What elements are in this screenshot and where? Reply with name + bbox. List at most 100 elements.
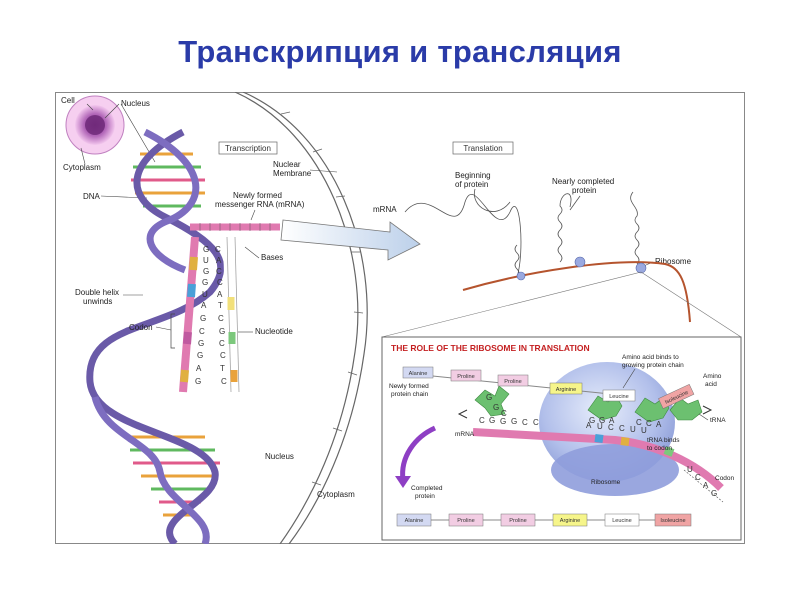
label-completed-2: protein <box>415 493 435 500</box>
label-bases: Bases <box>261 253 283 262</box>
base-t-1: G <box>203 245 209 254</box>
role-mrna-base-5: C <box>522 418 528 427</box>
label-role-codon: Codon <box>715 475 735 482</box>
label-trna-binds-1: tRNA binds <box>647 437 680 444</box>
label-nuclear-1: Nuclear <box>273 160 301 169</box>
page-title: Транскрипция и трансляция <box>178 34 622 69</box>
base-c-3: C <box>216 267 222 276</box>
label-cell: Cell <box>61 96 75 105</box>
ribosome-small-subunit <box>551 444 679 496</box>
label-codon-left: Codon <box>129 323 153 332</box>
dna-double-helix <box>86 128 225 544</box>
base-t-8: C <box>199 327 205 336</box>
trna-left <box>474 385 510 417</box>
transcription-to-translation-arrow <box>280 219 421 261</box>
base-t-3: G <box>203 267 209 276</box>
role-mrna-base-10: C <box>619 424 625 433</box>
protein-chains <box>404 188 640 278</box>
role-mrna-base-16: G <box>711 489 717 498</box>
base-c-9: C <box>219 339 225 348</box>
nuclear-membrane <box>234 92 368 544</box>
label-nucleus-top: Nucleus <box>121 99 150 108</box>
mrna-strand <box>179 223 280 393</box>
label-double-helix-1: Double helix <box>75 288 119 297</box>
label-double-helix-2: unwinds <box>83 297 112 306</box>
anticodon-left-2: G <box>493 403 499 412</box>
role-mrna-base-6: C <box>533 418 539 427</box>
anticodon-right-3: A <box>656 420 662 429</box>
role-mrna-base-1: C <box>479 416 485 425</box>
label-beginning-2: of protein <box>455 180 488 189</box>
label-nucleus-bottom: Nucleus <box>265 452 294 461</box>
role-mrna-base-13: U <box>687 465 693 474</box>
label-beginning-1: Beginning <box>455 171 491 180</box>
aa-bottom-2: Proline <box>457 518 474 524</box>
base-t-9: G <box>198 339 204 348</box>
label-mrna-translation: mRNA <box>373 205 397 214</box>
enter-arrow-right <box>702 405 713 415</box>
role-mrna-base-15: A <box>703 481 709 490</box>
anticodon-right-1: C <box>636 418 642 427</box>
base-c-6: T <box>218 301 223 310</box>
ribosome-role-panel: THE ROLE OF THE RIBOSOME IN TRANSLATION … <box>381 336 742 541</box>
aa-top-3: Proline <box>504 379 521 385</box>
base-t-5: U <box>202 290 208 299</box>
role-mrna-base-3: G <box>500 417 506 426</box>
label-cytoplasm-bottom: Cytoplasm <box>317 490 355 499</box>
aa-bottom-1: Alanine <box>405 518 424 524</box>
completed-protein-arrow <box>400 425 437 481</box>
aa-top-2: Proline <box>457 374 474 380</box>
label-dna: DNA <box>83 192 101 201</box>
ribosome-3 <box>516 271 526 281</box>
label-role-ribosome: Ribosome <box>591 479 621 486</box>
role-mrna-base-14: C <box>695 473 701 482</box>
base-c-4: C <box>217 278 223 287</box>
anticodon-left-3: C <box>501 409 507 418</box>
role-mrna-base-9: C <box>608 423 614 432</box>
base-c-11: T <box>220 364 225 373</box>
label-cytoplasm-top: Cytoplasm <box>63 163 101 172</box>
label-completed-1: Completed <box>411 485 443 492</box>
base-t-7: G <box>200 314 206 323</box>
label-newly-chain-1: Newly formed <box>389 383 429 390</box>
protein-chain-bottom <box>396 513 692 527</box>
role-mrna-base-11: U <box>630 425 636 434</box>
role-mrna-base-4: G <box>511 417 517 426</box>
role-title: THE ROLE OF THE RIBOSOME IN TRANSLATION <box>391 343 590 353</box>
aa-top-4: Arginine <box>556 387 577 393</box>
base-c-7: C <box>218 314 224 323</box>
base-c-5: A <box>217 290 223 299</box>
role-mrna-base-12: U <box>641 426 647 435</box>
base-t-2: U <box>203 256 209 265</box>
role-mrna-base-2: G <box>489 416 495 425</box>
base-c-1: C <box>215 245 221 254</box>
anticodon-mid-3: A <box>609 416 615 425</box>
ribosome-1 <box>574 256 586 268</box>
anticodon-mid-2: G <box>599 416 605 425</box>
label-ribosome-top: Ribosome <box>655 257 692 266</box>
base-c-2: A <box>216 256 222 265</box>
label-transcription: Transcription <box>225 144 271 153</box>
label-translation: Translation <box>463 144 502 153</box>
label-mrna-new-1: Newly formed <box>233 191 282 200</box>
label-role-mrna: mRNA <box>455 431 475 438</box>
cell-icon <box>65 95 125 155</box>
aa-bottom-3: Proline <box>509 518 526 524</box>
base-t-4: G <box>202 278 208 287</box>
role-mrna-base-7: A <box>586 421 592 430</box>
ribosome-2 <box>635 262 647 274</box>
transcription-translation-diagram: Cell Nucleus Cytoplasm DNA Transcri <box>55 92 745 544</box>
label-nucleotide: Nucleotide <box>255 327 293 336</box>
transcription-box <box>218 141 278 155</box>
label-amino-bind-2: growing protein chain <box>622 362 684 369</box>
diagram-svg: Cell Nucleus Cytoplasm DNA Transcri <box>55 92 745 544</box>
label-trna-binds-2: to codon <box>647 445 672 452</box>
aa-top-5: Leucine <box>609 394 629 400</box>
exit-arrow-left <box>457 409 468 419</box>
label-nuclear-2: Membrane <box>273 169 312 178</box>
aa-bottom-5: Leucine <box>612 518 632 524</box>
aa-bottom-6: Isoleucine <box>660 518 685 524</box>
anticodon-mid-1: G <box>589 416 595 425</box>
base-c-8: G <box>219 327 225 336</box>
anticodon-right-2: C <box>646 419 652 428</box>
